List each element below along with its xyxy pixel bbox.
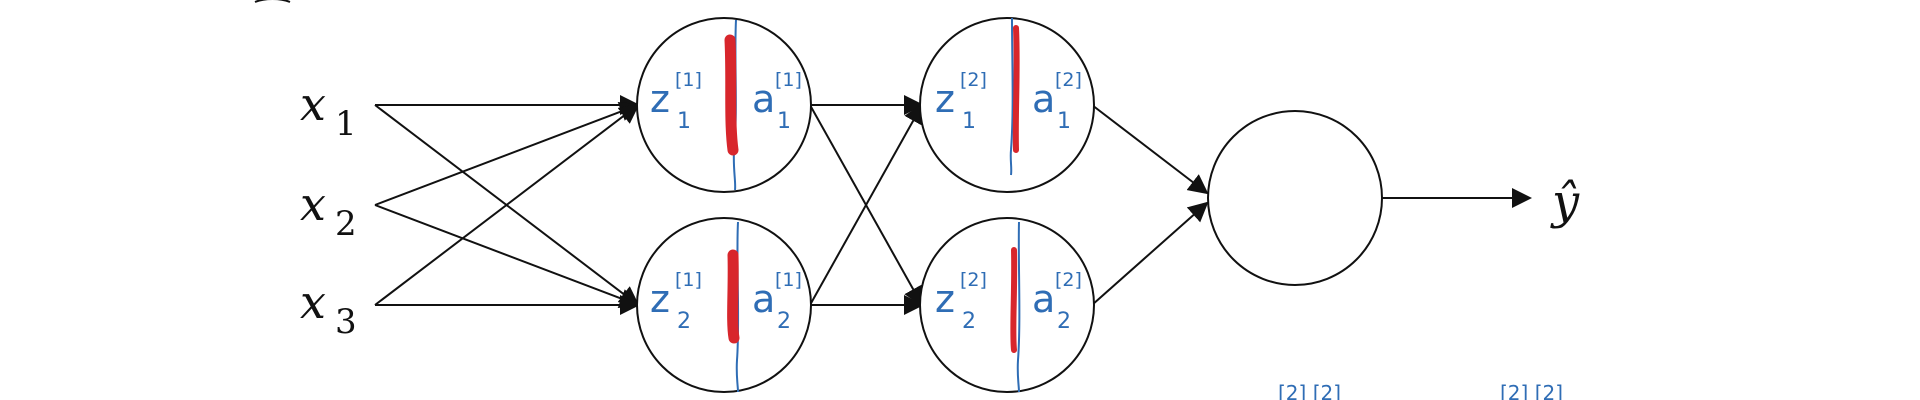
a-sup: [1]	[775, 69, 802, 91]
layer1-node-2: z 2 [1] a 2 [1]	[636, 217, 812, 393]
node-highlight	[727, 249, 740, 344]
bottom-fragment: [2] [2]	[1500, 381, 1563, 400]
partial-glyph-top	[254, 0, 291, 3]
node-circle	[1207, 110, 1383, 286]
a-var: a	[1032, 277, 1055, 321]
edge	[374, 102, 640, 206]
input-x1: x 1	[300, 77, 357, 144]
z-var: z	[935, 277, 955, 321]
z-sup: [1]	[675, 69, 702, 91]
layer2-node-1: z 1 [2] a 1 [2]	[919, 17, 1095, 193]
z-var: z	[935, 77, 955, 121]
bottom-fragment: [2] [2]	[1278, 381, 1341, 400]
z-sub: 1	[962, 109, 976, 134]
node-circle	[919, 217, 1095, 393]
a-sup: [1]	[775, 269, 802, 291]
input-sub: 3	[335, 302, 357, 342]
input-sub: 2	[335, 204, 357, 244]
node-highlight	[1012, 25, 1020, 153]
edge	[374, 204, 640, 308]
a-var: a	[752, 77, 775, 121]
node-circle	[636, 217, 812, 393]
edges-layer2-to-output	[1091, 104, 1532, 306]
input-x3: x 3	[300, 275, 357, 342]
layer1-node-1: z 1 [1] a 1 [1]	[636, 17, 812, 193]
edge	[1091, 104, 1209, 195]
z-sub: 2	[962, 309, 976, 334]
a-sup: [2]	[1055, 69, 1082, 91]
node-circle	[919, 17, 1095, 193]
edges-layer1-to-layer2	[809, 95, 924, 315]
z-sup: [2]	[960, 69, 987, 91]
input-var: x	[300, 77, 326, 131]
z-var: z	[650, 77, 670, 121]
a-var: a	[1032, 77, 1055, 121]
z-var: z	[650, 277, 670, 321]
node-highlight	[1010, 247, 1018, 353]
node-highlight	[724, 34, 739, 156]
edge	[1091, 201, 1209, 306]
z-sup: [2]	[960, 269, 987, 291]
output-node	[1207, 110, 1383, 286]
a-sub: 2	[777, 309, 791, 334]
input-var: x	[300, 275, 326, 329]
a-var: a	[752, 277, 775, 321]
a-sub: 2	[1057, 309, 1071, 334]
a-sub: 1	[1057, 109, 1071, 134]
z-sup: [1]	[675, 269, 702, 291]
edge	[809, 103, 923, 306]
input-x2: x 2	[300, 177, 357, 244]
edge	[374, 103, 640, 306]
edges-input-to-layer1	[374, 95, 640, 315]
z-sub: 2	[677, 309, 691, 334]
z-sub: 1	[677, 109, 691, 134]
node-circle	[636, 17, 812, 193]
node-divider	[1016, 221, 1021, 393]
a-sub: 1	[777, 109, 791, 134]
input-sub: 1	[335, 104, 357, 144]
a-sup: [2]	[1055, 269, 1082, 291]
input-var: x	[300, 177, 326, 231]
output-label: ŷ	[1550, 174, 1580, 230]
layer2-node-2: z 2 [2] a 2 [2]	[919, 217, 1095, 393]
node-divider	[1009, 17, 1014, 176]
